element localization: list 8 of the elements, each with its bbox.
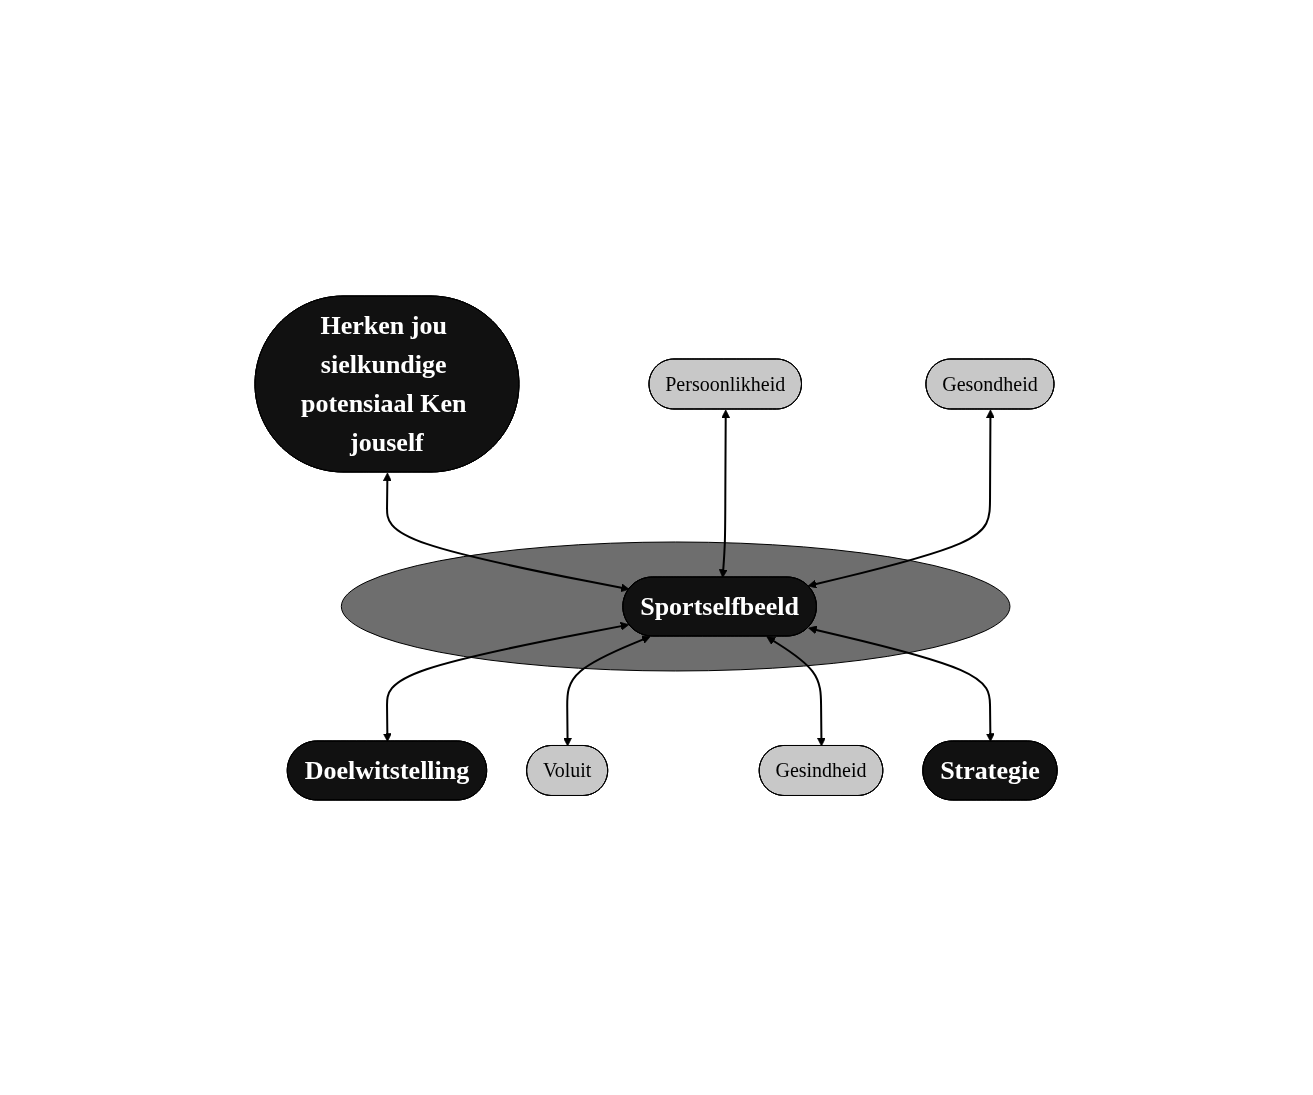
arrow (808, 409, 996, 588)
arrow (808, 625, 996, 742)
arrow (719, 409, 731, 578)
arrow (766, 635, 827, 746)
arrow (383, 621, 630, 742)
arrow (383, 472, 630, 592)
arrow (563, 635, 652, 746)
cluster (341, 541, 1011, 671)
